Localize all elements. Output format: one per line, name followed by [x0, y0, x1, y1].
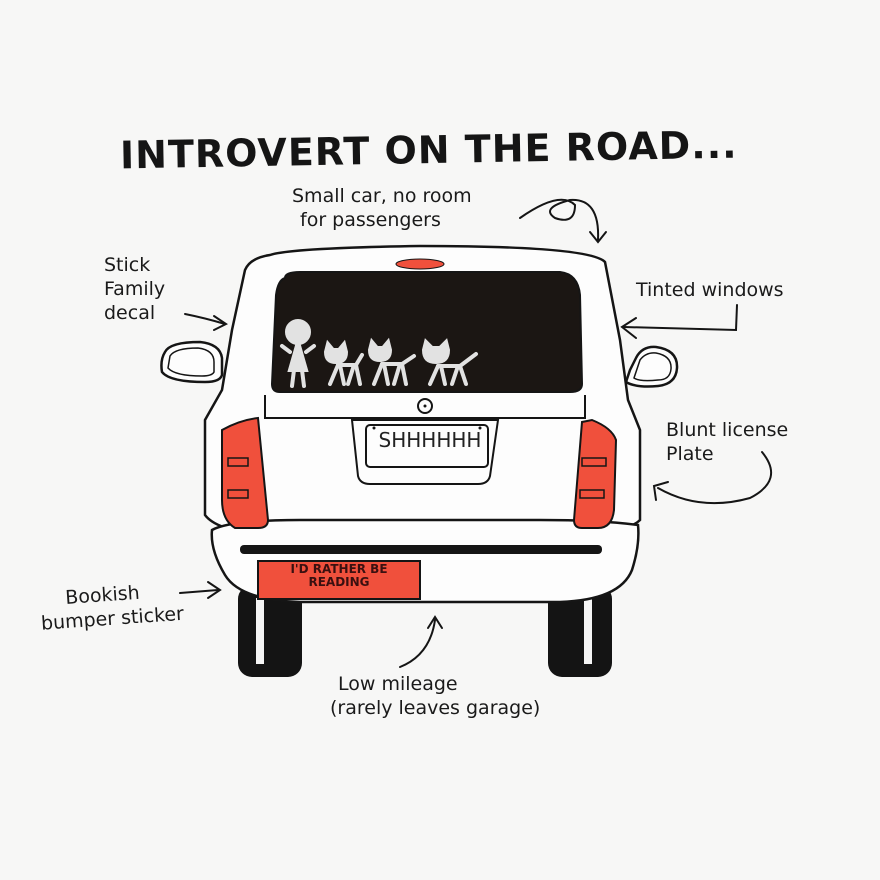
annotation-bookish: Bookish bumper sticker: [40, 578, 184, 635]
annotation-line: for passengers: [300, 209, 441, 231]
bumper-sticker: [257, 560, 421, 600]
annotation-arrows: [179, 198, 772, 668]
annotation-tinted-windows: Tinted windows: [636, 279, 784, 301]
annotation-line: Stick: [104, 254, 151, 276]
bumper-strip: [240, 545, 602, 554]
annotation-line: decal: [104, 302, 156, 324]
trunk-keyhole: [417, 398, 433, 414]
annotation-stick-family: Stick Family decal: [104, 253, 165, 325]
sticker-line: READING: [308, 575, 370, 589]
right-wheel: [548, 585, 612, 677]
bumper-sticker-text: I'D RATHER BE READING: [258, 563, 420, 589]
left-wheel: [238, 585, 302, 677]
annotation-line: Blunt license: [666, 419, 789, 441]
annotation-line: Family: [104, 278, 166, 300]
left-mirror: [160, 340, 224, 384]
stick-family-decal: [280, 319, 478, 388]
annotation-line: Low mileage: [338, 673, 458, 695]
annotation-line: (rarely leaves garage): [330, 697, 541, 719]
right-tail-light: [572, 418, 618, 529]
sticker-line: I'D RATHER BE: [290, 562, 388, 576]
plate-recess: [350, 419, 500, 485]
annotation-line: Small car, no room: [292, 185, 472, 207]
license-plate: [365, 424, 489, 468]
right-mirror: [624, 345, 679, 388]
annotation-line: Plate: [666, 443, 714, 465]
left-tail-light: [221, 416, 270, 529]
annotation-low-mileage: Low mileage (rarely leaves garage): [330, 672, 540, 720]
annotation-blunt-plate: Blunt license Plate: [666, 418, 788, 466]
license-plate-text: SHHHHHH: [378, 428, 482, 452]
annotation-small-car: Small car, no room for passengers: [292, 184, 472, 232]
tinted-window: [270, 271, 584, 393]
brake-light: [395, 258, 445, 270]
